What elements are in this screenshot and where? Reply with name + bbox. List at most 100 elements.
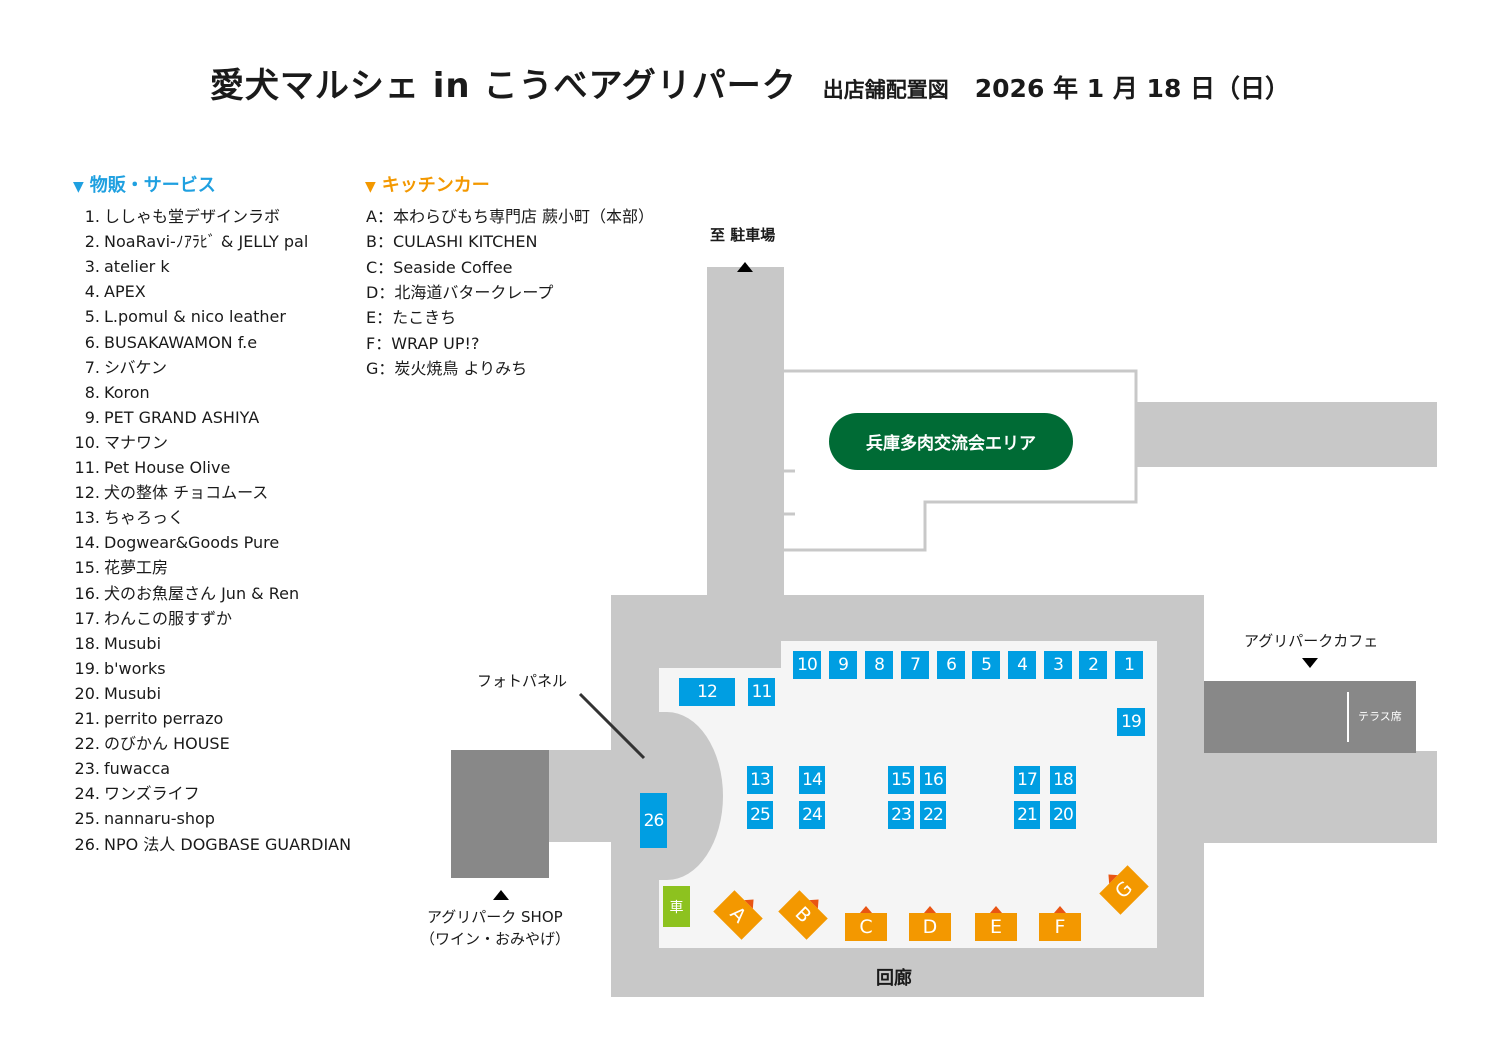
booth-25[interactable]: 25 xyxy=(747,801,773,829)
parking-label: 至 駐車場 xyxy=(710,226,776,244)
photo-panel-pointer xyxy=(578,692,646,760)
item-number: 26. xyxy=(74,834,100,854)
item-name: NoaRavi-ﾉｱﾗﾋﾞ & JELLY pal xyxy=(104,232,309,252)
kitchen-car-C[interactable]: C xyxy=(845,906,887,941)
item-name: b'works xyxy=(104,658,166,678)
booth-23[interactable]: 23 xyxy=(888,801,914,829)
item-number: 1. xyxy=(84,207,100,226)
item-number: 12. xyxy=(74,483,100,503)
item-number: 23. xyxy=(74,759,100,779)
kitchen-header-text: キッチンカー xyxy=(381,175,490,196)
goods-legend-item: 10.マナワン xyxy=(66,433,168,453)
booth-1[interactable]: 1 xyxy=(1115,651,1143,679)
goods-legend-item: 13.ちゃろっく xyxy=(66,508,184,528)
goods-legend-item: 25.nannaru-shop xyxy=(66,809,215,829)
booth-5[interactable]: 5 xyxy=(972,651,1000,679)
booth-14[interactable]: 14 xyxy=(799,766,825,794)
item-number: 15. xyxy=(74,558,100,578)
item-name: NPO 法人 DOGBASE GUARDIAN xyxy=(104,834,352,854)
booth-16[interactable]: 16 xyxy=(920,766,946,794)
item-name: Musubi xyxy=(104,633,162,653)
car-spot: 車 xyxy=(663,886,690,927)
event-date: 2026 年 1 月 18 日（日） xyxy=(974,74,1291,103)
item-name: Pet House Olive xyxy=(104,458,231,477)
photo-circle xyxy=(611,712,723,880)
corridor-label: 回廊 xyxy=(876,968,912,989)
booth-13[interactable]: 13 xyxy=(747,766,773,794)
agripark-shop-building xyxy=(451,750,549,878)
path-to-parking xyxy=(707,267,784,607)
booth-10[interactable]: 10 xyxy=(793,651,821,679)
goods-legend-item: 4.APEX xyxy=(66,282,146,302)
arrow-up-icon xyxy=(737,262,753,272)
item-number: 18. xyxy=(74,633,100,653)
booth-21[interactable]: 21 xyxy=(1014,801,1040,829)
booth-7[interactable]: 7 xyxy=(901,651,929,679)
triangle-down-icon: ▼ xyxy=(73,179,84,195)
goods-legend-item: 26.NPO 法人 DOGBASE GUARDIAN xyxy=(66,834,352,855)
goods-legend-item: 1.ししゃも堂デザインラボ xyxy=(66,207,280,227)
item-name: atelier k xyxy=(104,257,170,277)
item-name: L.pomul & nico leather xyxy=(104,307,286,327)
kitchen-legend-header: ▼ キッチンカー xyxy=(365,171,490,197)
kitchen-car-F[interactable]: F xyxy=(1039,906,1081,941)
booth-18[interactable]: 18 xyxy=(1050,766,1076,794)
booth-15[interactable]: 15 xyxy=(888,766,914,794)
booth-20[interactable]: 20 xyxy=(1050,801,1076,829)
shop-label: アグリパーク SHOP xyxy=(427,908,563,926)
goods-legend-item: 23.fuwacca xyxy=(66,759,171,779)
booth-22[interactable]: 22 xyxy=(920,801,946,829)
item-number: 11. xyxy=(74,458,100,477)
item-number: 5. xyxy=(84,307,100,327)
west-path xyxy=(549,750,611,842)
item-name: わんこの服すずか xyxy=(104,608,233,628)
booth-12[interactable]: 12 xyxy=(679,678,735,706)
booth-17[interactable]: 17 xyxy=(1014,766,1040,794)
booth-2[interactable]: 2 xyxy=(1079,651,1107,679)
shop-sublabel: （ワイン・おみやげ） xyxy=(420,930,571,948)
goods-legend-item: 2.NoaRavi-ﾉｱﾗﾋﾞ & JELLY pal xyxy=(66,232,309,252)
booth-4[interactable]: 4 xyxy=(1008,651,1036,679)
goods-legend-item: 16.犬のお魚屋さん Jun & Ren xyxy=(66,583,300,604)
kitchen-car-E[interactable]: E xyxy=(975,906,1017,941)
item-name: perrito perrazo xyxy=(104,709,224,728)
item-number: 10. xyxy=(74,432,100,452)
booth-26[interactable]: 26 xyxy=(640,793,667,848)
green-area-label: 兵庫多肉交流会エリア xyxy=(829,413,1073,470)
goods-legend-item: 21.perrito perrazo xyxy=(66,709,224,729)
item-name: Dogwear&Goods Pure xyxy=(104,533,280,553)
kitchen-legend-item: F：WRAP UP!? xyxy=(366,333,480,353)
goods-legend-item: 20.Musubi xyxy=(66,684,161,704)
goods-legend-item: 18.Musubi xyxy=(66,634,161,654)
goods-header-text: 物販・サービス xyxy=(89,175,216,196)
item-number: 24. xyxy=(74,784,100,804)
east-path xyxy=(1137,402,1437,467)
triangle-down-icon: ▼ xyxy=(365,179,376,195)
booth-24[interactable]: 24 xyxy=(799,801,825,829)
goods-legend-item: 22.のびかん HOUSE xyxy=(66,734,230,754)
terrace-label: テラス席 xyxy=(1358,710,1402,723)
booth-19[interactable]: 19 xyxy=(1117,708,1145,736)
goods-legend-item: 3.atelier k xyxy=(66,257,170,277)
goods-legend-item: 8.Koron xyxy=(66,383,150,403)
booth-11[interactable]: 11 xyxy=(748,678,775,706)
item-name: 犬のお魚屋さん Jun & Ren xyxy=(104,583,300,603)
item-name: 犬の整体 チョコムース xyxy=(104,483,269,503)
item-name: ワンズライフ xyxy=(104,784,200,804)
item-number: 22. xyxy=(74,734,100,754)
goods-legend-item: 11.Pet House Olive xyxy=(66,458,231,478)
item-name: ちゃろっく xyxy=(104,508,185,528)
booth-6[interactable]: 6 xyxy=(937,651,965,679)
cafe-label: アグリパークカフェ xyxy=(1244,632,1379,650)
south-east-path xyxy=(1204,751,1437,843)
booth-9[interactable]: 9 xyxy=(829,651,857,679)
item-name: PET GRAND ASHIYA xyxy=(104,407,260,427)
kitchen-legend-item: E：たこきち xyxy=(366,308,457,328)
booth-3[interactable]: 3 xyxy=(1044,651,1072,679)
kitchen-car-D[interactable]: D xyxy=(909,906,951,941)
booth-8[interactable]: 8 xyxy=(865,651,893,679)
title-sub: 出店舗配置図 xyxy=(822,78,949,102)
arrow-up-icon xyxy=(493,890,509,900)
item-name: シバケン xyxy=(104,357,168,377)
arrow-down-icon xyxy=(1302,658,1318,668)
